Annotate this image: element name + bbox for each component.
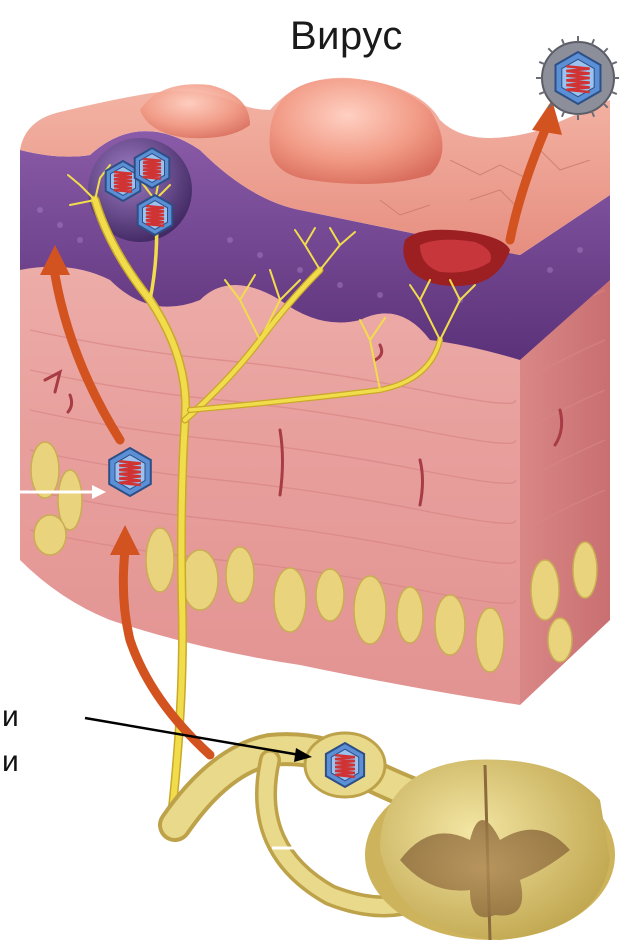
title-virus: Вирус [290, 14, 403, 59]
viral-dna-coil [566, 66, 589, 92]
viral-dna-coil [143, 159, 161, 179]
virus-icon [326, 743, 364, 787]
virus-icon [536, 36, 619, 120]
label-cut-top: и [2, 700, 19, 734]
virus-icon [135, 148, 170, 188]
viral-dna-coil [119, 461, 141, 485]
viral-dna-coil [146, 206, 164, 226]
skin-blister-large [270, 79, 443, 184]
label-cut-bottom: и [2, 745, 19, 779]
virus-icon [138, 195, 173, 235]
viral-dna-coil [114, 172, 132, 192]
viral-dna-coil [335, 755, 355, 777]
